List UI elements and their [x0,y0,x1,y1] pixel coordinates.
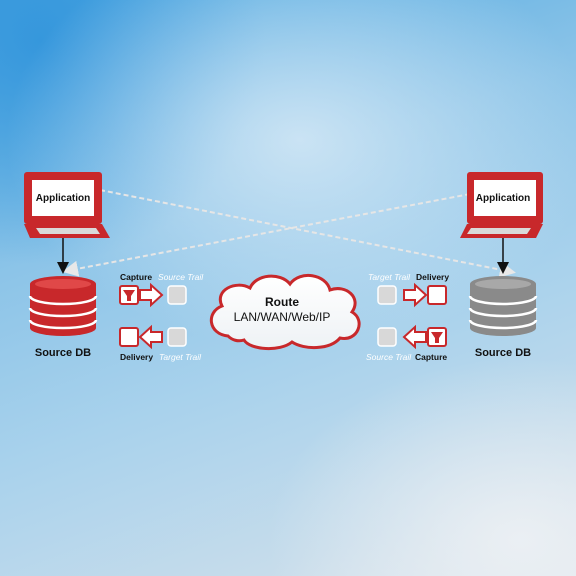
left-target-trail-file[interactable] [167,327,187,347]
left-application-label: Application [36,193,90,204]
link-left-app-to-right-db [99,189,516,278]
left-source-trail-file[interactable] [167,285,187,305]
cloud-title: Route [265,295,299,309]
left-db-label: Source DB [35,347,91,359]
capture-funnel-icon [427,327,447,347]
right-target-trail-label: Target Trail [368,272,411,282]
cloud-icon [210,274,361,350]
left-application-laptop[interactable]: Application [24,172,110,238]
left-source-db[interactable]: Source DB [28,276,98,359]
left-capture-process[interactable]: Capture Source Trail [119,272,204,308]
left-delivery-label: Delivery [120,352,153,362]
cross-links [62,189,516,278]
link-right-app-to-left-db [62,193,471,277]
right-source-db[interactable]: Source DB [468,276,538,359]
delivery-box-icon [119,327,139,347]
right-delivery-label: Delivery [416,272,449,282]
arrow-right-icon [403,282,428,308]
right-capture-process[interactable]: Capture [402,324,447,362]
right-source-trail-file[interactable] [377,327,397,347]
arrow-left-icon [402,324,427,350]
cloud-subtitle: LAN/WAN/Web/IP [234,310,331,324]
database-icon [28,276,98,336]
right-application-label: Application [476,193,530,204]
left-source-trail-label: Source Trail [158,272,204,282]
right-delivery-process[interactable]: Delivery [403,272,449,308]
laptop-icon [24,172,110,238]
right-source-trail-label: Source Trail [366,352,412,362]
delivery-box-icon [427,285,447,305]
route-cloud[interactable]: Route LAN/WAN/Web/IP [210,274,361,350]
left-capture-label: Capture [120,272,152,282]
left-target-trail-label: Target Trail [159,352,202,362]
laptop-icon [460,172,543,238]
right-capture-label: Capture [415,352,447,362]
right-db-label: Source DB [475,347,531,359]
left-delivery-process[interactable]: Delivery Target Trail [119,324,202,362]
arrow-right-icon [139,282,164,308]
right-target-trail-file[interactable] [377,285,397,305]
capture-funnel-icon [119,285,139,305]
arrow-left-icon [138,324,163,350]
database-icon [468,276,538,336]
right-application-laptop[interactable]: Application [460,172,543,238]
